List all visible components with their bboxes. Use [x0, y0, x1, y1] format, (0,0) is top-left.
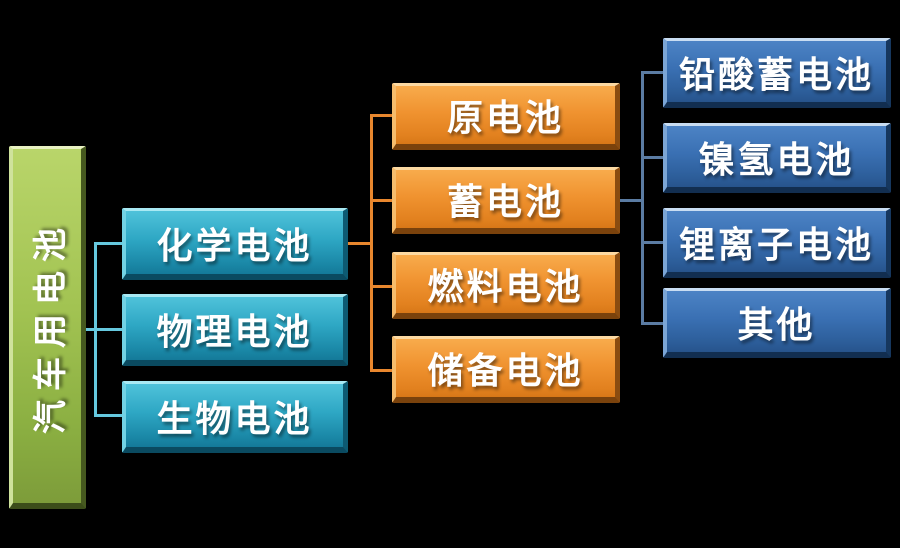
node-lead-acid-battery-label: 铅酸蓄电池 — [678, 54, 874, 96]
connector-l2-l3-stub — [620, 199, 644, 202]
node-reserve-battery: 储备电池 — [392, 336, 620, 403]
node-physical-battery-label: 物理电池 — [156, 311, 313, 353]
node-root-auto-battery: 汽车用电池 — [9, 146, 86, 509]
node-reserve-battery-label: 储备电池 — [427, 351, 584, 392]
connector-l3-branch-1 — [641, 71, 663, 74]
connector-l3-branch-2 — [641, 156, 663, 159]
node-fuel-cell-label: 燃料电池 — [427, 267, 584, 308]
connector-l1-l2-stub — [348, 242, 372, 245]
node-other-battery-label: 其他 — [737, 304, 816, 346]
node-storage-battery: 蓄电池 — [392, 167, 620, 234]
node-lead-acid-battery: 铅酸蓄电池 — [663, 38, 891, 108]
connector-l2-l3-vertical — [641, 71, 644, 325]
connector-l1-l2-vertical — [370, 114, 373, 372]
node-storage-battery-label: 蓄电池 — [446, 182, 564, 223]
node-lithium-ion-battery-label: 锂离子电池 — [678, 224, 874, 266]
connector-l1-branch-bottom — [94, 414, 124, 417]
node-nimh-battery-label: 镍氢电池 — [698, 139, 855, 181]
connector-l2-branch-4 — [370, 369, 393, 372]
node-primary-battery-label: 原电池 — [446, 98, 564, 139]
connector-l2-branch-3 — [370, 285, 393, 288]
node-biological-battery-label: 生物电池 — [156, 398, 313, 440]
connector-l2-branch-1 — [370, 114, 393, 117]
node-root-label: 汽车用电池 — [30, 218, 71, 434]
node-primary-battery: 原电池 — [392, 83, 620, 150]
node-lithium-ion-battery: 锂离子电池 — [663, 208, 891, 278]
node-nimh-battery: 镍氢电池 — [663, 123, 891, 193]
node-physical-battery: 物理电池 — [122, 294, 348, 366]
connector-l3-branch-3 — [641, 241, 663, 244]
node-other-battery: 其他 — [663, 288, 891, 358]
node-biological-battery: 生物电池 — [122, 381, 348, 453]
connector-l3-branch-4 — [641, 322, 663, 325]
connector-root-l1-mid — [84, 328, 124, 331]
connector-l1-branch-top — [94, 242, 124, 245]
node-chemical-battery: 化学电池 — [122, 208, 348, 280]
node-fuel-cell: 燃料电池 — [392, 252, 620, 319]
node-chemical-battery-label: 化学电池 — [156, 225, 313, 267]
connector-l2-branch-2 — [370, 199, 393, 202]
